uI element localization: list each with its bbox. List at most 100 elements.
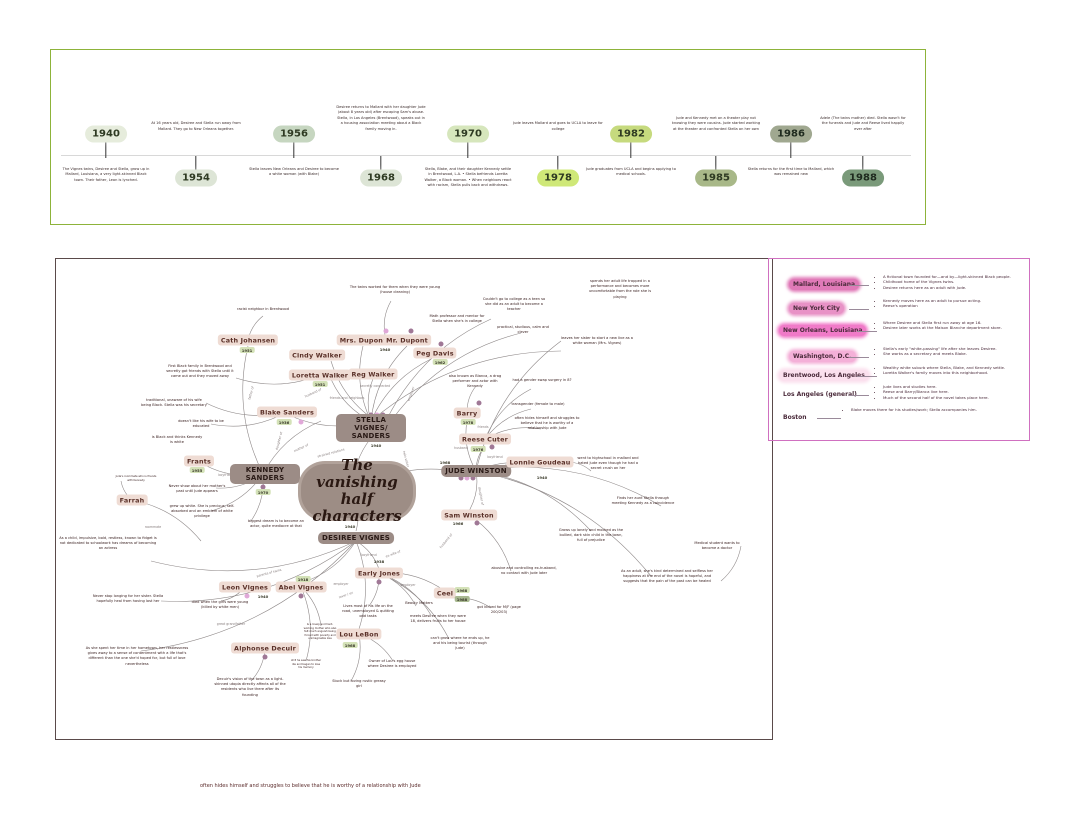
marker-dot (489, 444, 495, 450)
timeline-event-text: Desiree returns to Mallard with her daug… (336, 104, 426, 131)
marker-dot (260, 484, 266, 490)
arrow-icon (857, 331, 877, 332)
character-node-cath: Cath Johansen (217, 334, 279, 346)
character-note: spends her adult life trapped in a perfo… (588, 279, 652, 299)
location-details: Stella's early "white-passing" life afte… (877, 346, 1033, 357)
location-details: Kennedy moves here as an adult to pursue… (877, 298, 1033, 309)
character-node-lou: Lou LeBon (336, 628, 382, 640)
timeline-event-text: Stella leaves New Orleans and Desiree to… (249, 167, 339, 177)
relationship-label: husband (454, 446, 468, 450)
marker-dot (470, 475, 476, 481)
character-note: practical, studious, calm and clever (497, 325, 549, 335)
character-node-ceel: Ceel (433, 587, 457, 599)
timeline-year-1986: 1986 (770, 125, 812, 143)
timeline-tick (715, 156, 717, 176)
birth-year-badge: 1968 (454, 587, 470, 593)
birth-year-badge: 1988 (454, 596, 470, 602)
location-detail-item: Kennedy moves here as an adult to pursue… (883, 298, 1033, 303)
location-detail-item: Childhood home of the Vignes twins. (883, 279, 1033, 284)
connector-line (370, 345, 408, 422)
location-name: Boston (779, 412, 811, 423)
location-detail-item: Desiree returns here as an adult with Ju… (883, 285, 1033, 290)
birth-year-badge: 1968 (342, 642, 358, 648)
location-name: New Orleans, Louisiana (779, 325, 867, 336)
character-note: First Black family in Brentwood and secr… (166, 364, 234, 379)
connector-line (242, 345, 264, 475)
connector-line (475, 340, 562, 472)
timeline-tick (557, 156, 559, 176)
character-note: Never show about her mother's past until… (168, 484, 226, 494)
birth-year-badge: 1951 (312, 381, 328, 387)
character-note: biggest dream is to become an actor, qui… (248, 519, 304, 529)
timeline-year-1968: 1968 (360, 169, 402, 187)
timeline-year-1985: 1985 (695, 169, 737, 187)
location-detail-item: Wealthy white suburb where Stella, Blake… (883, 365, 1033, 370)
character-node-desiree: Desiree Vignes (318, 532, 394, 544)
character-node-blake: Blake Sanders (257, 406, 317, 418)
timeline-year-1956: 1956 (273, 125, 315, 143)
birth-year-badge: 1951 (239, 347, 255, 353)
marker-dot (376, 579, 382, 585)
arrow-icon (849, 395, 869, 396)
location-detail-item: Jude lives and studies here. (883, 384, 1033, 389)
character-note: racist neighbor in Brentwood (236, 307, 290, 311)
connector-line (385, 318, 492, 422)
timeline-year-1988: 1988 (842, 169, 884, 187)
marker-dot (464, 475, 470, 481)
location-detail-item: A fictional town founded for—and by—ligh… (883, 274, 1033, 279)
birth-year-badge: 1955 (189, 467, 205, 473)
relationship-label: roommate (144, 525, 162, 529)
character-note: Decuir's vision of the town as a light-s… (214, 677, 286, 697)
timeline-event-text: Jude graduates from UCLA and begins appl… (586, 167, 676, 177)
stray-note: often hides himself and struggles to bel… (200, 783, 421, 789)
character-note: meets Desiree when they were 18, deliver… (410, 614, 466, 624)
character-note: As she spent her time in her hometown, h… (85, 646, 189, 666)
character-node-stella: Stella Vignes/ Sanders (336, 414, 406, 442)
mindmap-title: The vanishing half characters (301, 457, 413, 525)
character-note: Is a lovely and hard-working mother who … (303, 623, 337, 641)
timeline-event-text: Stella returns for the first time to Mal… (747, 167, 835, 177)
character-note: As a child, impulsive, bold, restless, k… (59, 536, 157, 551)
character-node-sam: Sam Winston (441, 509, 497, 521)
character-node-cindy: Cindy Walker (289, 349, 345, 361)
marker-dot (244, 593, 250, 599)
timeline-event-text: Adele (The twins mother) died. Stella wa… (820, 115, 906, 131)
location-name: Mallard, Louisiana (789, 279, 860, 290)
character-node-reese: Reese Cuter (459, 433, 511, 445)
connector-line (150, 540, 357, 572)
birth-year-badge: 1940 (536, 474, 548, 480)
character-note: leaves her sister to start a new live as… (561, 336, 633, 346)
marker-dot (298, 419, 304, 425)
character-node-farrah: Farrah (116, 494, 148, 506)
birth-year-badge: 1962 (432, 359, 448, 365)
connector-line (484, 388, 532, 440)
timeline-year-1954: 1954 (175, 169, 217, 187)
character-note: can't grow where he ends up, he and his … (430, 636, 490, 651)
location-details: Blake moves there for his studies/work; … (845, 407, 1001, 412)
connector-line (300, 586, 322, 627)
timeline-year-1982: 1982 (610, 125, 652, 143)
timeline-tick (195, 156, 197, 176)
character-note: Math professor and mentor for Stella whe… (429, 314, 485, 324)
timeline-event-text: At 16 years old, Desiree and Stella run … (151, 121, 241, 131)
relationship-label: boyfriend (361, 553, 377, 557)
location-details: A fictional town founded for—and by—ligh… (877, 274, 1033, 290)
character-node-kennedy: Kennedy Sanders (230, 464, 300, 484)
character-note: transgender (female to male) (511, 402, 565, 406)
character-note: also known as Bianca, a drag performer a… (448, 374, 502, 389)
marker-dot (408, 328, 414, 334)
character-node-alphonse: Alphonse Decuir (231, 642, 299, 654)
birth-year-badge: 1940 (370, 442, 382, 448)
connector-line (475, 470, 592, 532)
location-name: Washington, D.C. (789, 351, 856, 362)
timeline-tick (293, 138, 295, 158)
character-note: grew up white. She is precious, self-abs… (169, 504, 235, 519)
location-detail-item: Reese's operation (883, 303, 1033, 308)
location-detail-item: She works as a secretary and meets Blake… (883, 351, 1033, 356)
marker-dot (262, 654, 268, 660)
birth-year-badge: 1940 (344, 523, 356, 529)
character-node-peg: Peg Davis (413, 347, 457, 359)
character-node-leon: Leon Vignes (218, 581, 272, 593)
